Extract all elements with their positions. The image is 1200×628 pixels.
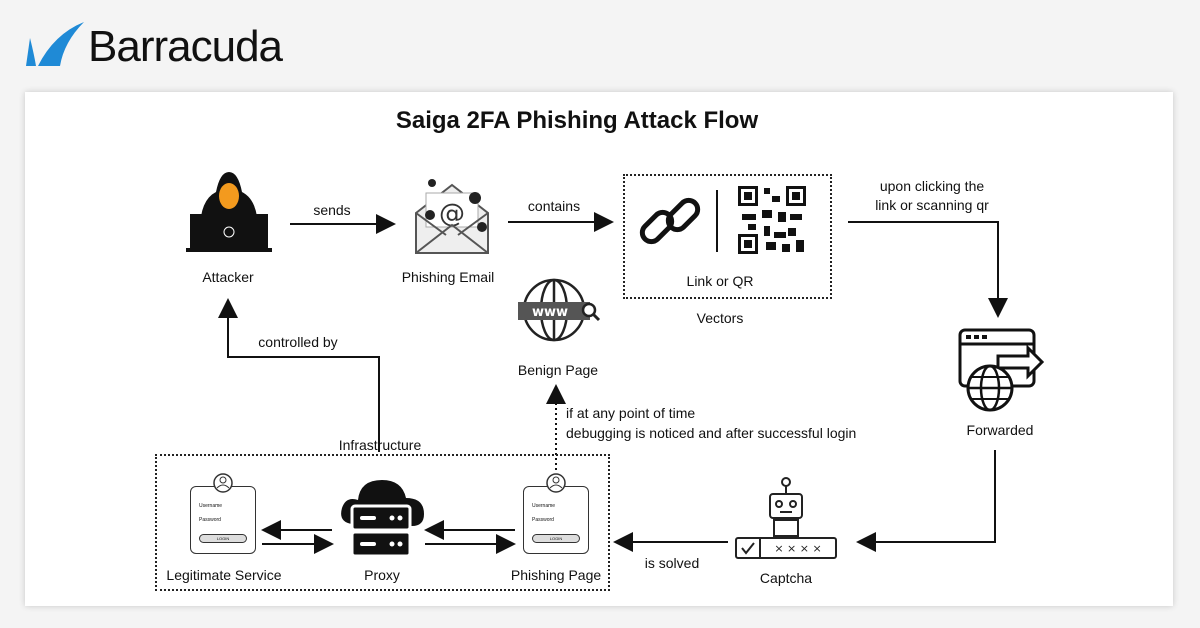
- label-upon-clicking-1: upon clicking the: [879, 178, 985, 194]
- label-proxy: Proxy: [364, 567, 400, 583]
- robot-captcha-icon: × × × ×: [735, 477, 837, 559]
- legitimate-login-form-icon: Username Password LOGIN: [190, 486, 256, 554]
- label-captcha: Captcha: [759, 570, 813, 586]
- svg-text:www: www: [532, 305, 568, 320]
- password-field: Password: [199, 517, 221, 523]
- login-button: LOGIN: [532, 534, 580, 543]
- label-debug-1: if at any point of time: [566, 405, 696, 421]
- user-avatar-icon: [213, 473, 233, 493]
- label-debug-2: debugging is noticed and after successfu…: [566, 425, 857, 441]
- label-attacker: Attacker: [202, 269, 254, 285]
- label-forwarded: Forwarded: [966, 422, 1034, 438]
- login-button: LOGIN: [199, 534, 247, 543]
- vectors-box: [623, 174, 832, 299]
- diagram-title: Saiga 2FA Phishing Attack Flow: [395, 107, 759, 134]
- label-infrastructure: Infrastructure: [338, 437, 422, 453]
- label-controlled-by: controlled by: [258, 334, 338, 350]
- browser-forward-icon: [958, 328, 1044, 412]
- username-field: Username: [532, 503, 556, 509]
- label-contains: contains: [527, 198, 581, 214]
- arrow-controlled-by: [218, 298, 380, 452]
- hacker-icon: [186, 172, 272, 252]
- vectors-divider: [716, 190, 718, 252]
- label-is-solved: is solved: [644, 555, 700, 571]
- www-globe-icon: www: [518, 278, 601, 342]
- label-sends: sends: [313, 202, 351, 218]
- cloud-server-icon: [341, 480, 424, 558]
- barracuda-logo: Barracuda: [0, 0, 320, 80]
- password-field: Password: [532, 517, 554, 523]
- link-icon: [639, 197, 701, 245]
- arrow-upon-clicking: [848, 221, 1008, 318]
- svg-text:× × × ×: × × × ×: [774, 542, 821, 555]
- username-field: Username: [199, 503, 223, 509]
- label-phishing-page: Phishing Page: [510, 567, 602, 583]
- label-upon-clicking-2: link or scanning qr: [875, 197, 989, 213]
- infrastructure-box: [155, 454, 610, 591]
- logo-fin-icon: [26, 22, 84, 66]
- logo-wordmark: Barracuda: [88, 22, 283, 71]
- envelope-icon: @: [415, 179, 489, 254]
- label-link-or-qr: Link or QR: [686, 273, 754, 289]
- label-phishing-email: Phishing Email: [401, 269, 495, 285]
- phishing-login-form-icon: Username Password LOGIN: [523, 486, 589, 554]
- arrow-forwarded-to-captcha: [856, 450, 996, 552]
- label-legitimate-service: Legitimate Service: [166, 567, 282, 583]
- qr-code-icon: [738, 186, 806, 254]
- label-benign-page: Benign Page: [517, 362, 599, 378]
- user-avatar-icon: [546, 473, 566, 493]
- label-vectors: Vectors: [696, 310, 744, 326]
